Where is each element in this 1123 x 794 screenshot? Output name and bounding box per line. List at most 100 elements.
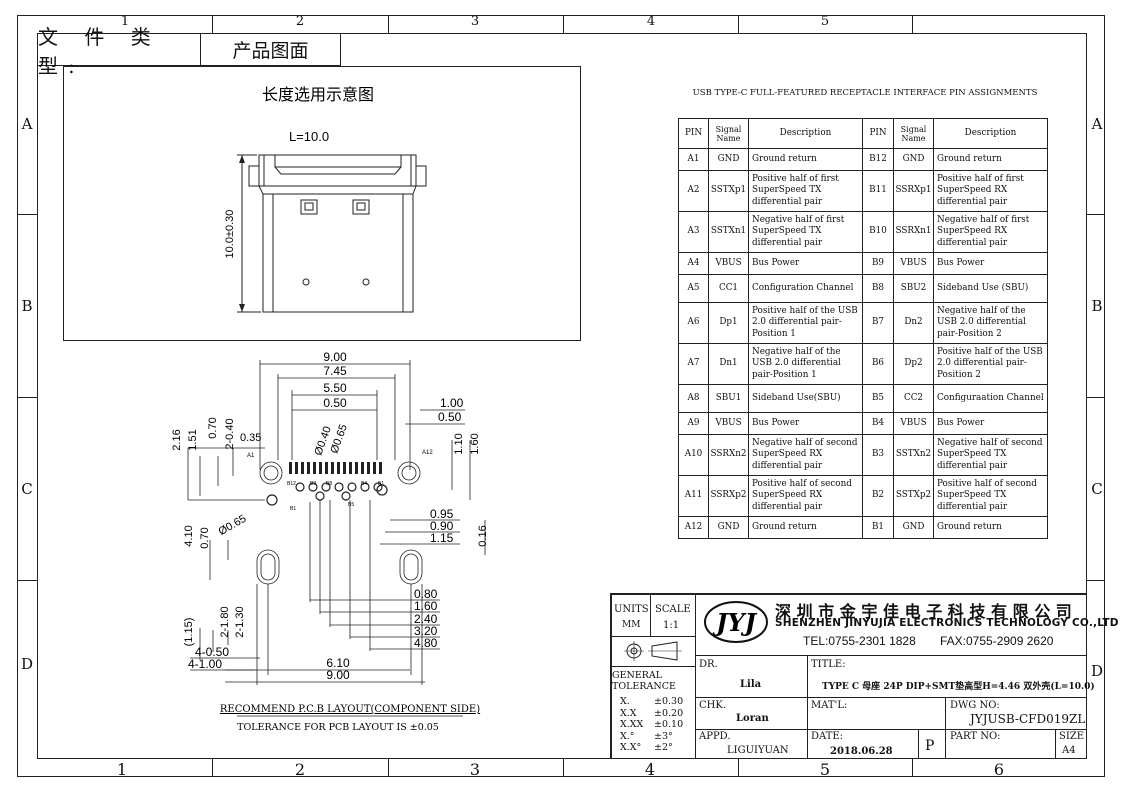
company-fax: FAX:0755-2909 2620 <box>940 634 1054 648</box>
pin-cell: B7 <box>862 302 894 344</box>
tolerance-value: ±2° <box>654 742 673 753</box>
pin-label-B1b: B1 <box>290 506 296 512</box>
header-signal: Signal Name <box>708 118 749 149</box>
drawing-title: TYPE C 母座 24P DIP+SMT垫高型H=4.46 双外壳(L=10.… <box>822 682 1095 692</box>
zone-label-right: C <box>1091 480 1103 498</box>
title-block-divider <box>695 655 1087 656</box>
size-value: A4 <box>1062 745 1076 756</box>
tolerance-format: X.XX <box>620 719 644 730</box>
zone-tick <box>388 15 389 33</box>
tolerance-row: X.XX±0.10 <box>620 719 683 731</box>
length-view-drawing: 长度选用示意图 L=10.0 10.0±0.30 <box>224 85 427 313</box>
document-type-label: 文 件 类 型: <box>38 25 201 78</box>
pin-cell: B6 <box>862 343 894 385</box>
zone-label-bottom: 3 <box>469 760 481 779</box>
description-cell: Ground return <box>933 516 1048 539</box>
dim-vert-1.51: 1.51 <box>187 429 199 450</box>
pin-cell: A3 <box>678 211 709 253</box>
zone-label-right: B <box>1091 297 1103 315</box>
dim-4-1.00: 4-1.00 <box>188 657 222 671</box>
signal-cell: Dp2 <box>893 343 934 385</box>
title-block-border <box>610 593 612 759</box>
company-name-en: SHENZHEN JINYUJIA ELECTRONICS TECHNOLOGY… <box>775 617 1119 629</box>
part-number-label: PART NO: <box>950 731 1001 742</box>
title-block-divider <box>695 697 1087 698</box>
dim-right-0.50: 0.50 <box>438 410 462 424</box>
zone-tick <box>912 15 913 33</box>
dim-4-0.50: 4-0.50 <box>195 645 229 659</box>
dim-0.90: 0.90 <box>430 519 454 533</box>
zone-label-top: 4 <box>646 15 656 29</box>
scale-value: 1:1 <box>663 620 680 631</box>
description-cell: Bus Power <box>933 412 1048 435</box>
tolerance-value: ±0.20 <box>654 707 684 719</box>
material-label: MAT'L: <box>811 700 848 711</box>
signal-cell: SSTXn1 <box>708 211 749 253</box>
pin-cell: A11 <box>678 475 709 517</box>
dim-dia-left-0.65: Ø0.65 <box>217 513 249 538</box>
zone-tick <box>1087 214 1105 215</box>
dim-1.15: 1.15 <box>430 531 454 545</box>
pin-label-B4: B4 <box>361 481 367 487</box>
tolerance-row: X.°±3° <box>620 731 683 743</box>
title-block-divider <box>918 729 919 759</box>
zone-label-top: 2 <box>295 15 305 29</box>
zone-tick <box>563 759 564 777</box>
signal-cell: SSRXn1 <box>893 211 934 253</box>
dim-top-5.50: 5.50 <box>323 381 347 395</box>
signal-cell: SSRXp2 <box>708 475 749 517</box>
dim-vert-0.70b: 0.70 <box>199 527 211 548</box>
dim-vert-1.10: 1.10 <box>453 433 465 454</box>
zone-label-right: A <box>1091 115 1103 133</box>
signal-cell: VBUS <box>708 412 749 435</box>
pin-label-B1: B1 <box>378 481 384 487</box>
signal-cell: SSRXp1 <box>893 170 934 212</box>
description-cell: Ground return <box>748 148 863 171</box>
drawing-frame-outer <box>17 15 1105 777</box>
description-cell: Negative half of the USB 2.0 differentia… <box>748 343 863 385</box>
signal-cell: VBUS <box>893 252 934 275</box>
description-cell: Ground return <box>748 516 863 539</box>
scale-label: SCALE <box>655 604 691 615</box>
pin-label-B9: B9 <box>310 481 316 487</box>
description-cell: Sideband Use (SBU) <box>933 274 1048 303</box>
pin-cell: A4 <box>678 252 709 275</box>
length-value-label: L=10.0 <box>289 129 329 144</box>
zone-label-bottom: 5 <box>819 760 831 779</box>
pcb-layout-caption: RECOMMEND P.C.B LAYOUT(COMPONENT SIDE) <box>220 704 480 715</box>
pin-cell: B12 <box>862 148 894 171</box>
pin-label-B5: B5 <box>348 502 354 508</box>
pin-cell: B3 <box>862 434 894 476</box>
tolerance-row: X.±0.30 <box>620 696 683 708</box>
signal-cell: CC2 <box>893 384 934 413</box>
dim-top-0.50: 0.50 <box>323 396 347 410</box>
zone-tick <box>563 15 564 33</box>
signal-cell: VBUS <box>708 252 749 275</box>
date-label: DATE: <box>811 731 844 742</box>
zone-tick <box>388 759 389 777</box>
description-cell: Bus Power <box>748 252 863 275</box>
tolerance-row: X.X±0.20 <box>620 708 683 720</box>
pin-cell: B8 <box>862 274 894 303</box>
header-description: Description <box>933 118 1048 149</box>
signal-cell: SBU1 <box>708 384 749 413</box>
signal-cell: SSTXn2 <box>893 434 934 476</box>
signal-cell: Dn1 <box>708 343 749 385</box>
header-pin: PIN <box>678 118 709 149</box>
pin-cell: B4 <box>862 412 894 435</box>
pin-label-A1: A1 <box>247 453 255 459</box>
description-cell: Configuraation Channel <box>933 384 1048 413</box>
title-block-divider <box>650 593 651 636</box>
zone-label-bottom: 1 <box>116 760 128 779</box>
zone-label-bottom: 6 <box>993 760 1005 779</box>
date-value: 2018.06.28 <box>830 746 893 757</box>
zone-tick <box>1087 397 1105 398</box>
zone-tick <box>17 580 37 581</box>
zone-label-left: A <box>21 115 33 133</box>
units-value: MM <box>622 620 641 630</box>
